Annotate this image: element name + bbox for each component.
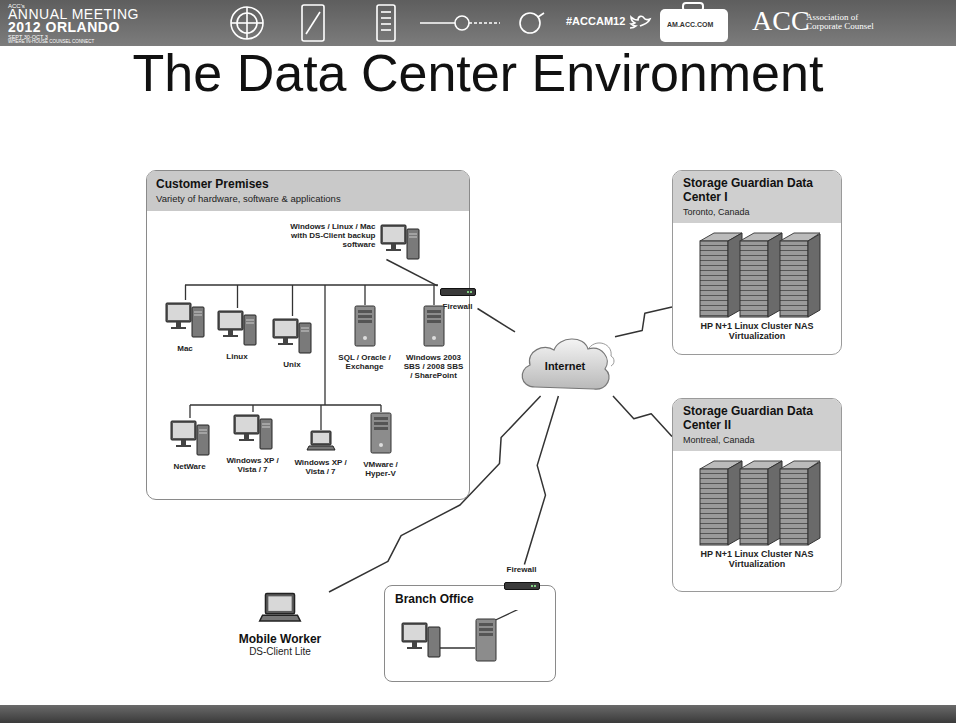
header-label: #ACCAM12 <box>566 16 625 28</box>
laptop-icon-art <box>258 592 302 624</box>
device-node: Windows XP / Vista / 7 <box>222 412 284 474</box>
node-subtitle: Montreal, Canada <box>683 435 831 445</box>
branch-devices <box>393 610 555 662</box>
header-band <box>0 0 956 46</box>
internet-cloud: Internet <box>515 330 615 396</box>
node-title: Storage Guardian Data Center II <box>683 405 831 433</box>
computer-icon-art <box>380 222 420 260</box>
device-label: Firewall <box>500 565 544 574</box>
device-node: Windows / Linux / Mac with DS-Client bac… <box>280 222 420 260</box>
device-node: VMware / Hyper-V <box>350 412 412 478</box>
node-title: Customer Premises <box>156 177 460 191</box>
node-subtitle: Variety of hardware, software & applicat… <box>156 193 460 204</box>
device-label: Windows XP / Vista / 7 <box>290 458 352 476</box>
dc-header: Storage Guardian Data Center II Montreal,… <box>673 399 841 451</box>
network-link <box>613 396 672 437</box>
computer-icon <box>306 430 336 452</box>
computer-icon <box>272 316 312 354</box>
network-link <box>386 260 437 286</box>
header-label: AM.ACC.COM <box>667 21 713 28</box>
data-center-box: Storage Guardian Data Center II Montreal,… <box>672 398 842 592</box>
computer-icon <box>370 412 392 454</box>
footer-band <box>0 705 956 723</box>
device-node: Mac <box>158 300 213 353</box>
device-label: SQL / Oracle / Exchange <box>330 353 400 371</box>
node-title: Storage Guardian Data Center I <box>683 177 831 205</box>
server-rack-art <box>692 231 822 319</box>
device-label: Linux <box>210 352 265 361</box>
network-link <box>615 307 672 337</box>
node-subtitle: DS-Client Lite <box>225 646 335 657</box>
device-label: Windows 2003 SBS / 2008 SBS / SharePoint <box>402 353 466 381</box>
dc-header: Storage Guardian Data Center I Toronto, C… <box>673 171 841 223</box>
cloud-label: Internet <box>545 360 585 372</box>
header-label: ACC <box>752 6 810 35</box>
computer-icon-art <box>423 305 445 347</box>
dc-caption: HP N+1 Linux Cluster NAS Virtualization <box>673 321 841 351</box>
header-icons <box>231 5 650 41</box>
computer-icon <box>217 308 257 346</box>
device-label: NetWare <box>160 462 220 471</box>
firewall-icon-art <box>504 582 540 590</box>
computer-icon <box>165 300 205 338</box>
computer-icon-art <box>354 305 376 347</box>
device-node: NetWare <box>160 418 220 471</box>
computer-icon-art <box>165 300 205 338</box>
computer-icon <box>354 305 376 347</box>
computer-icon-art <box>272 316 312 354</box>
header-label: Association of Corporate Counsel <box>806 13 896 32</box>
computer-icon <box>380 222 420 260</box>
branch-box: Branch OfficeFirewall <box>384 585 556 682</box>
branch-devices-art <box>393 610 543 662</box>
device-node: Unix <box>265 316 320 369</box>
network-wires <box>185 285 438 430</box>
device-label: Unix <box>265 360 320 369</box>
dc-caption: HP N+1 Linux Cluster NAS Virtualization <box>673 549 841 579</box>
mobile-node: Mobile WorkerDS-Client Lite <box>225 592 335 657</box>
firewall-node: Firewall <box>500 565 544 594</box>
server-rack <box>692 231 822 319</box>
node-subtitle: Toronto, Canada <box>683 207 831 217</box>
node-title: Mobile Worker <box>225 632 335 646</box>
device-label: Windows XP / Vista / 7 <box>222 456 284 474</box>
header-label: WHERE IN-HOUSE COUNSEL CONNECT <box>8 40 94 45</box>
laptop-icon <box>258 592 302 624</box>
computer-icon-art <box>370 412 392 454</box>
network-link <box>524 396 558 565</box>
device-node: Windows XP / Vista / 7 <box>290 430 352 476</box>
device-node: SQL / Oracle / Exchange <box>330 305 400 371</box>
site-header: Customer PremisesVariety of hardware, so… <box>147 171 469 211</box>
computer-icon <box>170 418 210 456</box>
firewall-icon-art <box>440 288 476 296</box>
device-node: Linux <box>210 308 265 361</box>
site-box: Customer PremisesVariety of hardware, so… <box>146 170 470 500</box>
data-center-box: Storage Guardian Data Center I Toronto, C… <box>672 170 842 355</box>
computer-icon-art <box>306 430 336 452</box>
slide-title: The Data Center Environment <box>0 45 956 102</box>
header-label: 2012 ORLANDO <box>8 20 120 35</box>
computer-icon-art <box>217 308 257 346</box>
computer-icon <box>423 305 445 347</box>
computer-icon-art <box>233 412 273 450</box>
suitcase-badge <box>660 3 728 42</box>
device-label: Windows / Linux / Mac with DS-Client bac… <box>280 222 376 250</box>
server-rack-art <box>692 459 822 547</box>
device-label: VMware / Hyper-V <box>350 460 412 478</box>
network-link <box>329 396 541 592</box>
firewall-icon <box>504 582 540 590</box>
computer-icon <box>233 412 273 450</box>
device-node: Windows 2003 SBS / 2008 SBS / SharePoint <box>402 305 466 381</box>
device-label: Mac <box>158 344 213 353</box>
server-rack <box>692 459 822 547</box>
firewall-icon <box>440 288 476 296</box>
network-link <box>478 309 516 332</box>
computer-icon-art <box>170 418 210 456</box>
